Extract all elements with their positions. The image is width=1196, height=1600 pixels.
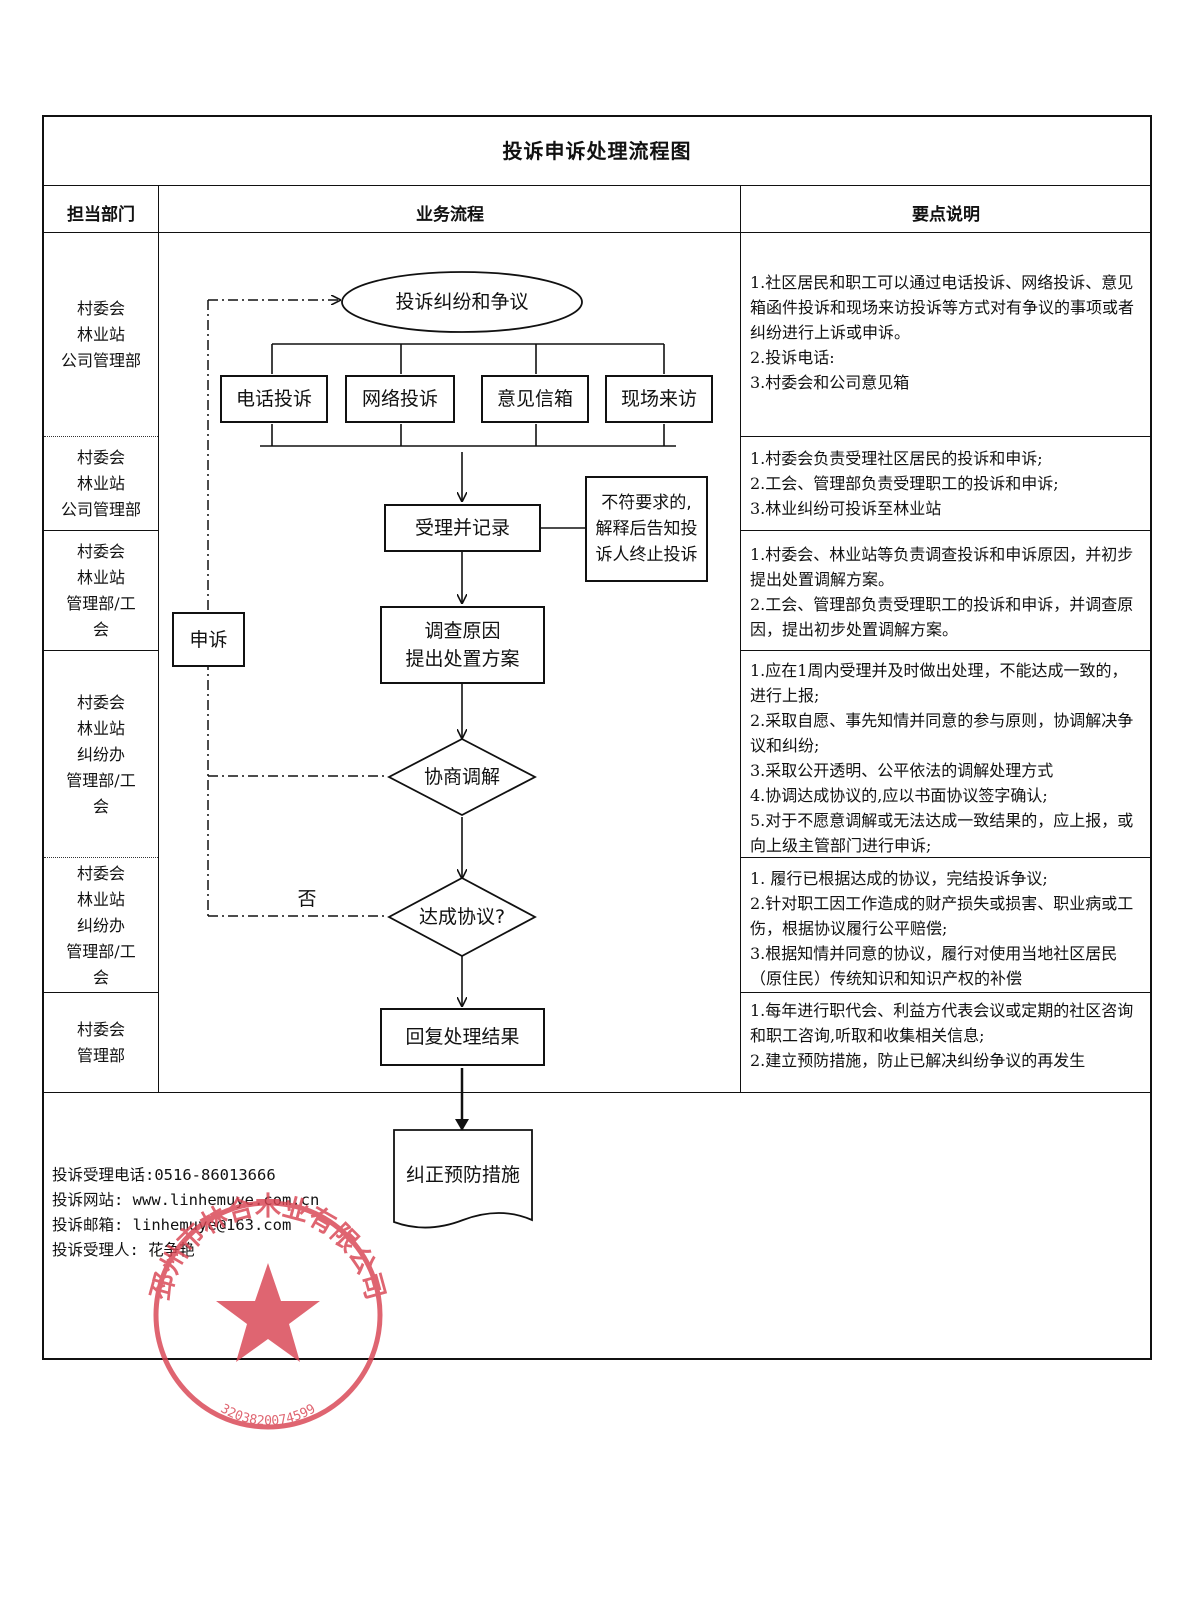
document-frame xyxy=(42,115,1152,1360)
dept-cell: 村委会林业站管理部/工会 xyxy=(66,542,136,639)
prevent-document-shape xyxy=(393,1129,533,1229)
agreement-diamond xyxy=(387,876,537,958)
note-divider xyxy=(740,650,1150,651)
channel-web: 网络投诉 xyxy=(345,375,455,423)
investigate-box: 调查原因提出处置方案 xyxy=(380,606,545,684)
contact-person: 投诉受理人: 花争艳 xyxy=(52,1241,195,1259)
reply-box: 回复处理结果 xyxy=(380,1008,545,1066)
col-rule xyxy=(158,185,159,1092)
start-node: 投诉纠纷和争议 xyxy=(395,291,529,313)
contact-phone: 投诉受理电话:0516-86013666 xyxy=(52,1166,276,1184)
channel-phone: 电话投诉 xyxy=(220,375,328,423)
negotiate-label: 协商调解 xyxy=(423,766,500,788)
agreement-label: 达成协议? xyxy=(418,906,506,928)
note-divider xyxy=(740,992,1150,993)
contact-info: 投诉受理电话:0516-86013666 投诉网站: www.linhemuye… xyxy=(52,1163,319,1263)
accept-record-box: 受理并记录 xyxy=(384,504,541,552)
col-rule xyxy=(740,185,741,1092)
page-title: 投诉申诉处理流程图 xyxy=(502,139,692,163)
dept-divider xyxy=(44,530,158,531)
channel-mailbox: 意见信箱 xyxy=(481,375,589,423)
prevent-label: 纠正预防措施 xyxy=(405,1164,520,1186)
no-label: 否 xyxy=(297,888,317,910)
header-dept: 担当部门 xyxy=(67,205,135,225)
channel-visit: 现场来访 xyxy=(605,375,713,423)
dept-divider xyxy=(44,650,158,651)
reject-box: 不符要求的,解释后告知投诉人终止投诉 xyxy=(585,476,708,582)
start-node-shape xyxy=(341,271,583,333)
note-cell: 1. 履行已根据达成的协议，完结投诉争议;2.针对职工因工作造成的财产损失或损害… xyxy=(750,869,1134,988)
dept-cell: 村委会管理部 xyxy=(76,1020,125,1065)
dept-divider xyxy=(44,992,158,993)
note-cell: 1.每年进行职代会、利益方代表会议或定期的社区咨询和职工咨询,听取和收集相关信息… xyxy=(750,1001,1134,1070)
dept-cell: 村委会林业站公司管理部 xyxy=(60,299,141,370)
note-cell: 1.社区居民和职工可以通过电话投诉、网络投诉、意见箱函件投诉和现场来访投诉等方式… xyxy=(750,273,1135,392)
header-flow: 业务流程 xyxy=(416,205,484,225)
dept-divider xyxy=(44,436,158,437)
dept-divider xyxy=(44,857,158,858)
dept-cell: 村委会林业站纠纷办管理部/工会 xyxy=(66,863,136,987)
contact-email: 投诉邮箱: linhemuye@163.com xyxy=(52,1216,292,1234)
header-rule xyxy=(42,232,1152,233)
note-divider xyxy=(740,530,1150,531)
table-bottom-rule xyxy=(42,1092,1152,1093)
title-rule xyxy=(42,185,1152,186)
header-notes: 要点说明 xyxy=(912,205,980,225)
dept-cell: 村委会林业站纠纷办管理部/工会 xyxy=(66,692,136,816)
note-cell: 1.应在1周内受理并及时做出处理，不能达成一致的，进行上报;2.采取自愿、事先知… xyxy=(750,661,1134,855)
note-divider xyxy=(740,857,1150,858)
note-cell: 1.村委会负责受理社区居民的投诉和申诉;2.工会、管理部负责受理职工的投诉和申诉… xyxy=(750,449,1059,518)
dept-cell: 村委会林业站公司管理部 xyxy=(60,448,141,519)
appeal-box: 申诉 xyxy=(172,612,245,667)
note-cell: 1.村委会、林业站等负责调查投诉和申诉原因，并初步提出处置调解方案。2.工会、管… xyxy=(750,545,1134,639)
negotiate-diamond xyxy=(387,737,537,817)
note-divider xyxy=(740,436,1150,437)
contact-website: 投诉网站: www.linhemuye.com.cn xyxy=(52,1191,320,1209)
